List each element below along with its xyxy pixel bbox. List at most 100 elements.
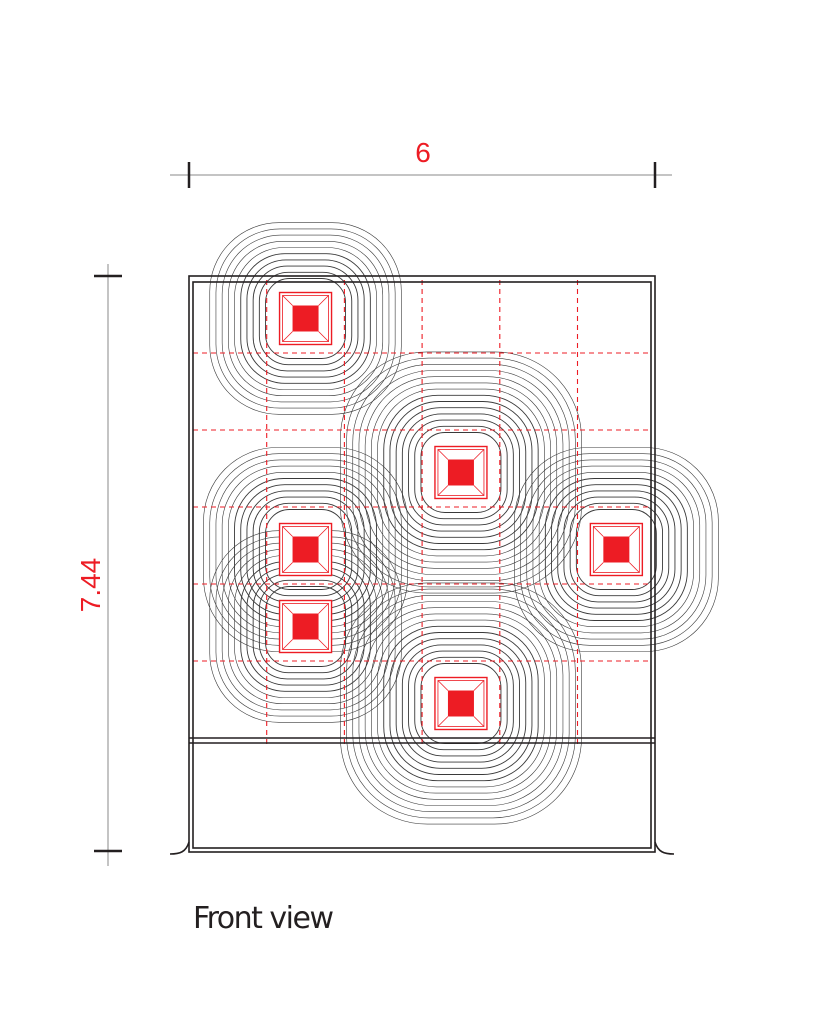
width-dimension xyxy=(170,162,672,188)
contour-ring xyxy=(346,357,576,588)
contour-ring xyxy=(551,484,682,615)
node-bevel-line xyxy=(473,716,485,727)
height-dimension-label: 7.44 xyxy=(75,558,106,613)
node-core xyxy=(447,459,474,486)
anchor-node xyxy=(434,445,488,500)
node-bevel-line xyxy=(318,526,329,537)
node-core xyxy=(292,536,319,563)
contour-ring xyxy=(408,650,514,757)
node-core xyxy=(292,613,319,640)
contour-ring xyxy=(395,407,527,538)
node-bevel-line xyxy=(437,485,449,496)
contour-ring xyxy=(352,594,570,812)
contour-ring xyxy=(389,401,533,544)
contour-ring xyxy=(371,382,551,563)
contour-ring xyxy=(395,638,527,769)
contour-ring xyxy=(364,607,558,800)
contour-ring xyxy=(258,502,353,597)
contour-ring xyxy=(265,509,346,590)
node-inner-square xyxy=(437,449,485,496)
node-bevel-line xyxy=(318,603,329,614)
node-inner-square xyxy=(282,603,329,650)
node-bevel-line xyxy=(473,485,485,496)
node-bevel-line xyxy=(473,449,485,460)
node-bevel-line xyxy=(629,526,640,537)
anchor-node xyxy=(589,522,644,577)
contour-ring xyxy=(532,465,701,634)
node-bevel-line xyxy=(629,562,640,573)
contour-ring xyxy=(346,588,576,819)
contour-ring xyxy=(340,351,582,594)
contour-ring xyxy=(563,496,670,603)
height-dimension xyxy=(94,264,122,866)
contour-ring xyxy=(526,459,707,640)
contour-ring xyxy=(538,471,694,627)
contour-ring xyxy=(569,502,664,597)
node-inner-square xyxy=(437,680,485,727)
node-bevel-line xyxy=(437,449,449,460)
contour-group xyxy=(209,222,402,415)
contour-ring xyxy=(520,453,713,646)
foot-left xyxy=(169,841,190,855)
contour-ring xyxy=(258,271,353,366)
node-inner-square xyxy=(282,295,329,342)
contour-ring xyxy=(234,247,377,390)
node-bevel-line xyxy=(473,680,485,691)
node-bevel-line xyxy=(282,562,293,573)
node-core xyxy=(447,690,474,717)
anchor-node xyxy=(278,291,333,346)
contour-ring xyxy=(414,656,508,751)
node-bevel-line xyxy=(593,526,604,537)
node-bevel-line xyxy=(282,331,293,342)
contour-ring xyxy=(246,259,365,378)
contour-ring xyxy=(240,253,371,384)
contour-ring xyxy=(414,425,508,520)
node-bevel-line xyxy=(282,639,293,650)
width-dimension-label: 6 xyxy=(415,137,431,168)
contour-ring xyxy=(209,222,402,415)
contour-ring xyxy=(352,363,570,581)
contour-ring xyxy=(252,265,359,372)
contour-ring xyxy=(575,509,657,590)
contour-ring xyxy=(265,278,346,359)
contour-rings xyxy=(203,222,719,825)
node-inner-square xyxy=(592,526,640,573)
contour-ring xyxy=(544,478,688,621)
module-grid xyxy=(193,280,652,744)
contour-ring xyxy=(377,388,545,557)
contour-ring xyxy=(358,370,564,575)
anchor-node xyxy=(434,676,488,731)
node-bevel-line xyxy=(318,639,329,650)
anchor-node xyxy=(278,522,333,577)
contour-group xyxy=(340,582,582,825)
contour-ring xyxy=(215,228,396,409)
contour-ring xyxy=(358,601,564,806)
contour-ring xyxy=(265,586,346,667)
contour-ring xyxy=(340,582,582,825)
node-bevel-line xyxy=(282,603,293,614)
foot-right xyxy=(654,841,675,855)
anchor-nodes xyxy=(278,291,644,731)
contour-ring xyxy=(221,234,390,403)
frame-outer xyxy=(188,275,656,853)
node-bevel-line xyxy=(318,331,329,342)
contour-ring xyxy=(420,432,502,513)
node-bevel-line xyxy=(318,295,329,306)
node-bevel-line xyxy=(437,716,449,727)
anchor-node xyxy=(278,599,333,654)
contour-ring xyxy=(371,613,551,794)
node-core xyxy=(292,305,319,332)
contour-ring xyxy=(401,644,521,763)
contour-ring xyxy=(228,241,384,396)
contour-ring xyxy=(389,632,533,775)
contour-ring xyxy=(514,447,719,652)
contour-ring xyxy=(364,376,558,569)
contour-ring xyxy=(383,625,539,782)
frame-inner xyxy=(192,281,652,849)
contour-ring xyxy=(383,394,539,551)
contour-ring xyxy=(377,619,545,788)
node-bevel-line xyxy=(437,680,449,691)
contour-ring xyxy=(557,490,676,609)
node-inner-square xyxy=(282,526,329,573)
